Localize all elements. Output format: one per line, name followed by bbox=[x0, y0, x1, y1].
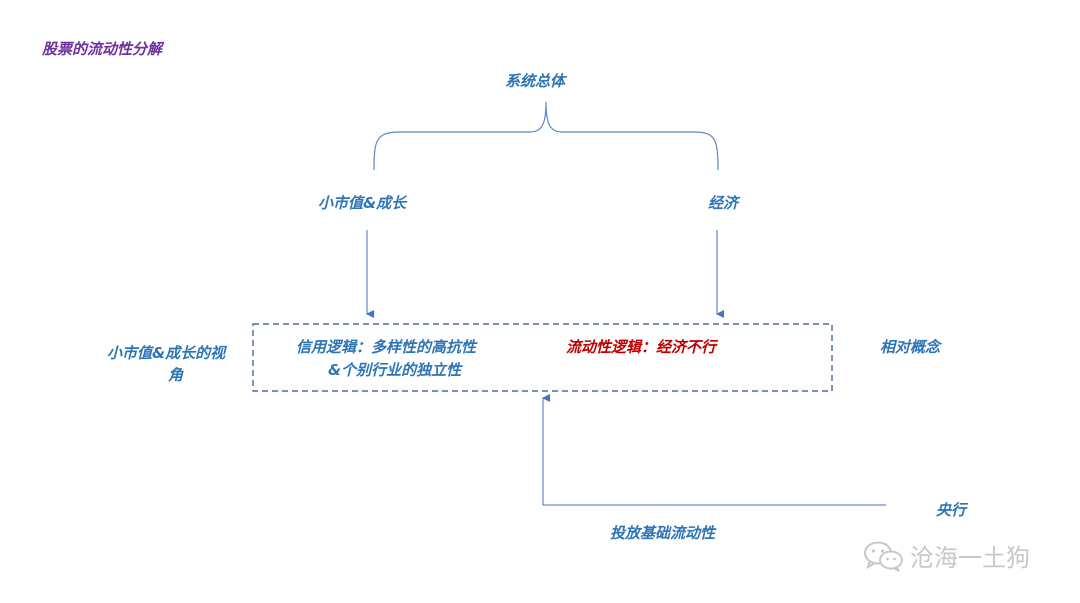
wechat-icon bbox=[864, 541, 903, 572]
central-bank-label: 央行 bbox=[936, 501, 967, 519]
top-brace bbox=[373, 101, 719, 171]
credit-logic-line1: 信用逻辑：多样性的高抗性 bbox=[296, 338, 477, 356]
top-node-label: 系统总体 bbox=[505, 72, 566, 90]
credit-logic-line2: &个别行业的独立性 bbox=[328, 361, 462, 379]
left-side-label-line1: 小市值&成长的视 bbox=[107, 344, 226, 362]
left-node-label: 小市值&成长 bbox=[318, 194, 407, 212]
relative-concept-label: 相对概念 bbox=[880, 338, 941, 356]
injection-label: 投放基础流动性 bbox=[610, 524, 716, 542]
liquidity-logic-label: 流动性逻辑：经济不行 bbox=[566, 338, 717, 356]
left-side-label-line2: 角 bbox=[168, 366, 184, 384]
page-title: 股票的流动性分解 bbox=[42, 40, 163, 58]
central-bank-arrow bbox=[542, 394, 886, 506]
right-node-label: 经济 bbox=[708, 194, 739, 212]
logic-box bbox=[252, 323, 833, 392]
watermark-text: 沧海一土狗 bbox=[910, 544, 1030, 572]
watermark: 沧海一土狗 bbox=[862, 538, 1030, 573]
